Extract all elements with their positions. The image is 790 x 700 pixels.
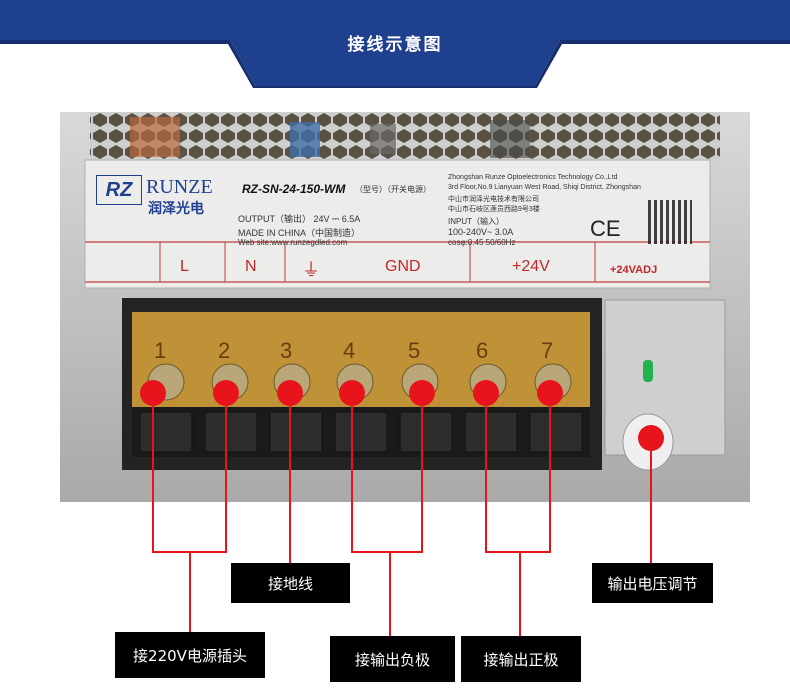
callout-negative: 接输出负极	[330, 636, 455, 682]
terminal-label-gnd: GND	[385, 258, 421, 275]
terminal-label-n: N	[245, 258, 257, 275]
terminal-number-2: 2	[218, 338, 231, 363]
address-en: 3rd Floor,No.9 Lianyuan West Road, Shiqi…	[448, 184, 641, 191]
terminal-dot-3	[277, 380, 303, 406]
page-title: 接线示意图	[347, 35, 443, 55]
callout-ground: 接地线	[231, 563, 350, 603]
ground-icon: ⏚	[302, 260, 320, 280]
company-en: Zhongshan Runze Optoelectronics Technolo…	[448, 174, 618, 181]
company-cn: 中山市润泽光电技术有限公司	[448, 196, 539, 203]
header-banner	[0, 0, 790, 88]
brand-logo: RZ	[96, 175, 142, 205]
callout-positive: 接输出正极	[461, 636, 581, 682]
website: Web site:www.runzegdled.com	[238, 238, 348, 247]
terminal-number-3: 3	[280, 338, 293, 363]
brand-name: RUNZE	[146, 176, 213, 198]
input-spec-title: INPUT（输入）	[448, 217, 504, 226]
terminal-number-5: 5	[408, 338, 421, 363]
terminal-dot-5	[409, 380, 435, 406]
output-spec: OUTPUT（输出） 24V ⎓ 6.5A	[238, 214, 361, 224]
terminal-number-4: 4	[343, 338, 356, 363]
model-number: RZ-SN-24-150-WM	[242, 182, 346, 196]
terminal-dot-2	[213, 380, 239, 406]
voltage-adjust-dot	[638, 425, 664, 451]
terminal-dot-6	[473, 380, 499, 406]
made-in: MADE IN CHINA（中国制造）	[238, 228, 361, 238]
ce-mark: CE	[590, 216, 621, 241]
input-spec: 100-240V~ 3.0A	[448, 227, 514, 237]
terminal-number-6: 6	[476, 338, 489, 363]
callout-mains: 接220V电源插头	[115, 632, 265, 678]
model-note: （型号）（开关电源）	[355, 185, 431, 194]
terminal-dot-7	[537, 380, 563, 406]
callout-voltage-adjust: 输出电压调节	[592, 563, 713, 603]
terminal-dot-4	[339, 380, 365, 406]
terminal-label-24vadj: +24VADJ	[610, 264, 658, 276]
terminal-dot-1	[140, 380, 166, 406]
brand-name-cn: 润泽光电	[148, 200, 204, 216]
qr-code	[648, 200, 692, 244]
terminal-number-7: 7	[541, 338, 554, 363]
address-cn: 中山市石岐区莲员西路9号3楼	[448, 206, 540, 213]
terminal-label-l: L	[180, 258, 189, 275]
terminal-label-24v: +24V	[512, 258, 550, 275]
power-factor: cosφ:0.45 50/60Hz	[448, 238, 516, 247]
terminal-number-1: 1	[154, 338, 167, 363]
